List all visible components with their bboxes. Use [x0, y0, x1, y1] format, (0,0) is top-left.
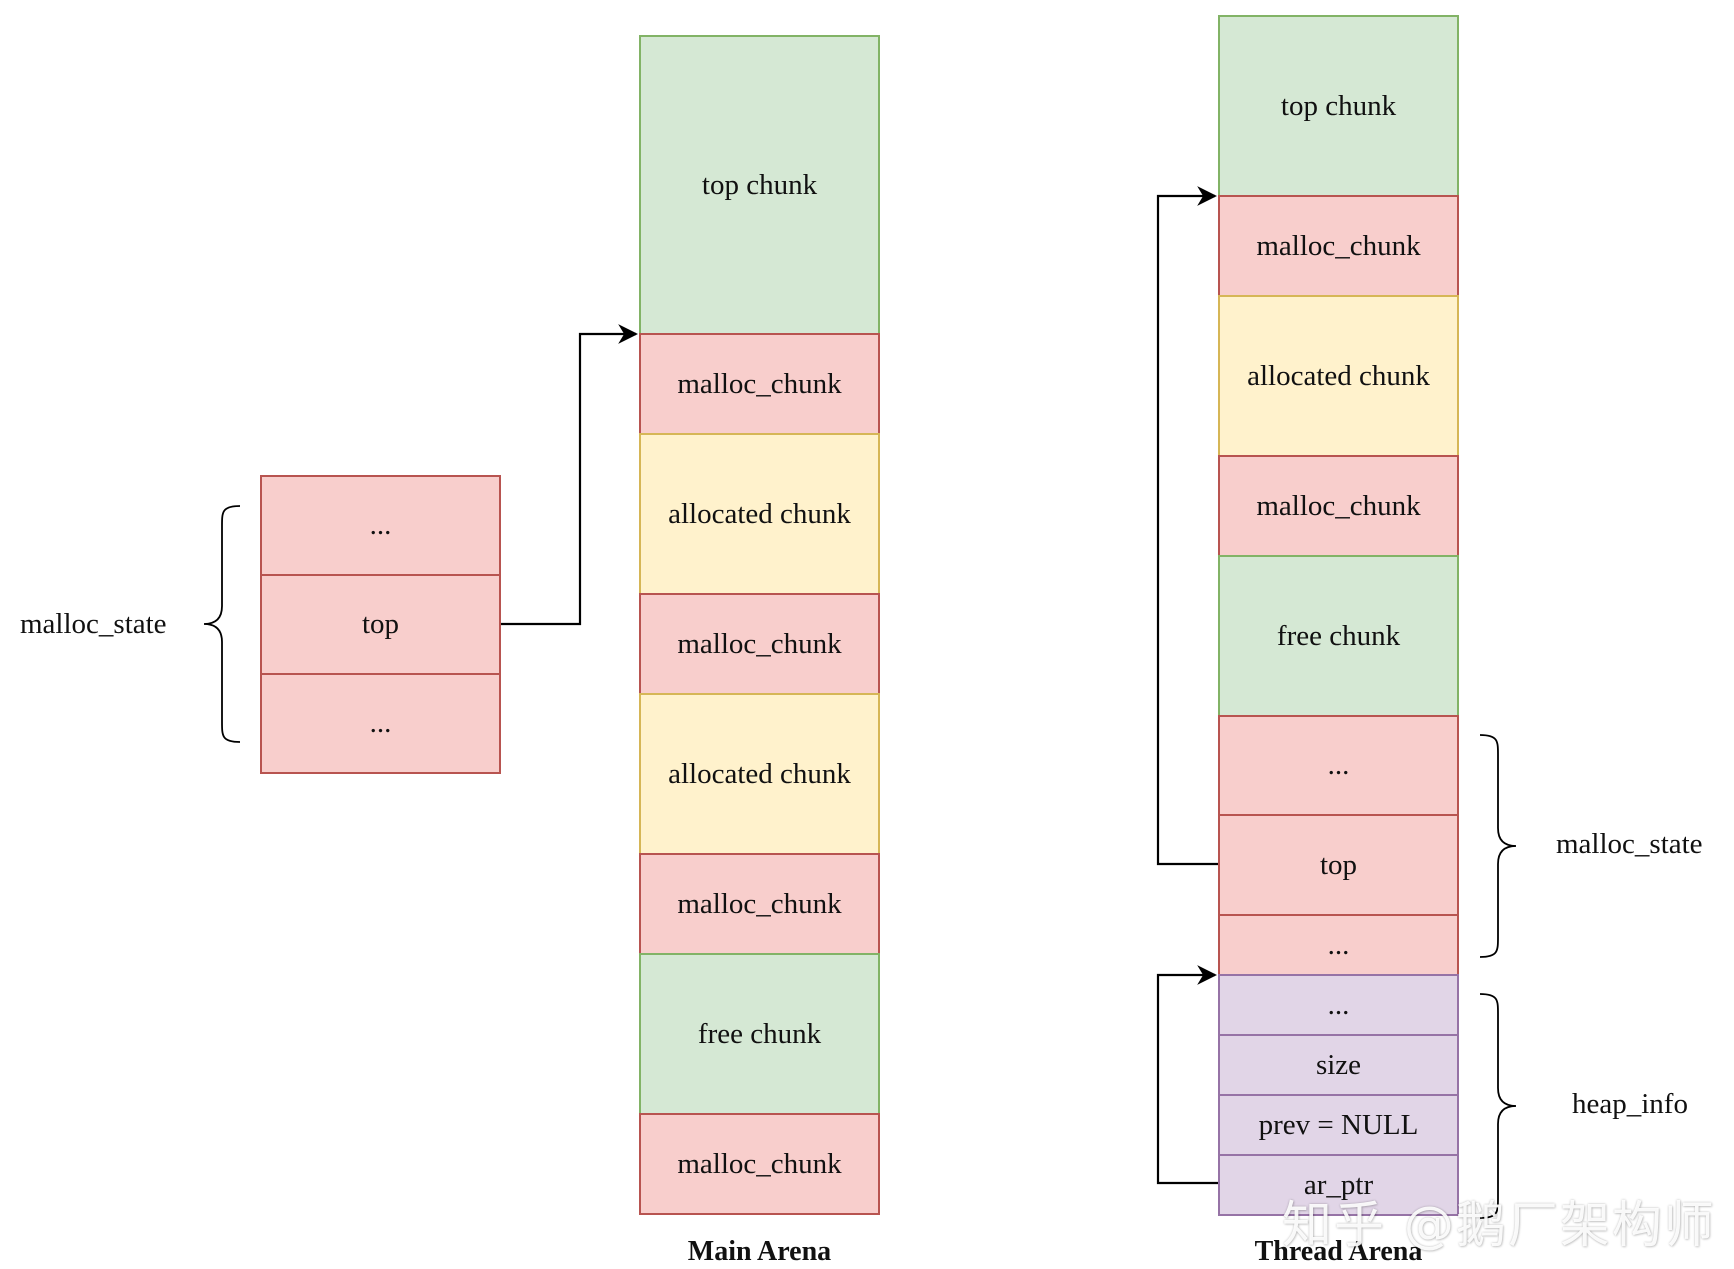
main-top-chunk: top chunk: [639, 35, 880, 335]
thread-state-cell-top: top: [1218, 814, 1459, 916]
thread-malloc-state-brace: [1479, 734, 1517, 958]
thread-arena-caption: Thread Arena: [1254, 1236, 1423, 1267]
heap-info-brace: [1479, 993, 1517, 1219]
heap-info-label: heap_info: [1572, 1088, 1688, 1120]
main-malloc-chunk-4: malloc_chunk: [639, 1113, 880, 1215]
main-allocated-chunk-2: allocated chunk: [639, 693, 880, 855]
thread-malloc-state-label: malloc_state: [1556, 828, 1703, 860]
left-malloc-state-label: malloc_state: [20, 608, 167, 640]
thread-allocated-chunk: allocated chunk: [1218, 295, 1459, 457]
ar-ptr-arrow: [1156, 965, 1218, 1185]
thread-state-cell-1: ...: [1218, 715, 1459, 816]
heap-info-cell-size: size: [1218, 1034, 1459, 1096]
thread-free-chunk: free chunk: [1218, 555, 1459, 717]
heap-info-cell-prev: prev = NULL: [1218, 1094, 1459, 1156]
heap-info-cell-1: ...: [1218, 974, 1459, 1036]
thread-malloc-chunk-1: malloc_chunk: [1218, 195, 1459, 297]
left-malloc-state-brace: [203, 505, 241, 743]
left-state-cell-3: ...: [260, 673, 501, 774]
main-malloc-chunk-3: malloc_chunk: [639, 853, 880, 955]
main-malloc-chunk-2: malloc_chunk: [639, 593, 880, 695]
thread-malloc-chunk-2: malloc_chunk: [1218, 455, 1459, 557]
thread-top-chunk: top chunk: [1218, 15, 1459, 197]
main-arena-caption: Main Arena: [687, 1236, 832, 1267]
heap-info-cell-ar-ptr: ar_ptr: [1218, 1154, 1459, 1216]
left-state-cell-1: ...: [260, 475, 501, 576]
main-top-pointer-arrow: [501, 324, 638, 626]
zhihu-watermark: 知乎 @鹅厂架构师: [1282, 1196, 1716, 1254]
thread-top-pointer-arrow: [1156, 186, 1218, 866]
